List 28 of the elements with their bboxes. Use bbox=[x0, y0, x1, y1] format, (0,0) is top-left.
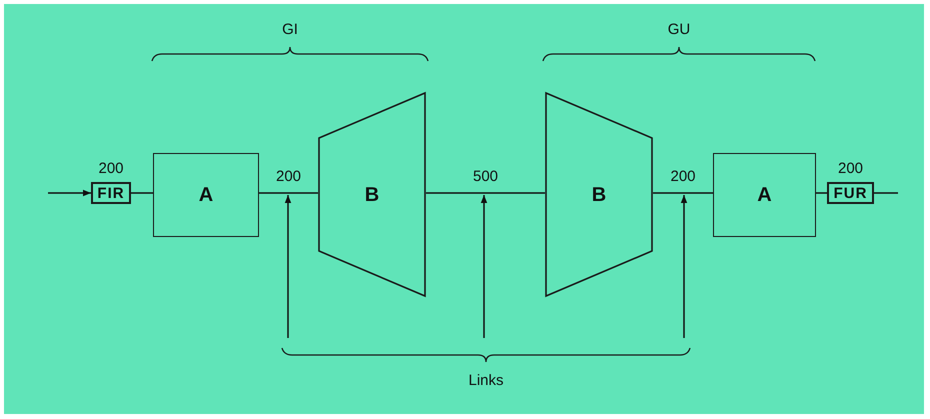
connector-line bbox=[874, 192, 898, 194]
brace-label: Links bbox=[467, 373, 505, 388]
connector-line bbox=[426, 192, 545, 194]
edge-label: 200 bbox=[274, 169, 302, 184]
node-label: B bbox=[364, 184, 380, 204]
arrow bbox=[284, 195, 292, 338]
connector-line bbox=[131, 192, 153, 194]
node-label: B bbox=[592, 184, 606, 204]
value-label: 200 bbox=[97, 161, 125, 176]
arrow bbox=[680, 195, 688, 338]
edge-label: 500 bbox=[472, 169, 500, 184]
connector-line bbox=[259, 192, 318, 194]
group-label: GU bbox=[666, 22, 692, 37]
node-label: A bbox=[757, 185, 772, 205]
group-label: GI bbox=[281, 22, 299, 37]
block-box bbox=[153, 153, 259, 237]
value-label: 200 bbox=[836, 161, 864, 176]
arrow bbox=[480, 195, 488, 338]
node-label: A bbox=[198, 185, 214, 205]
node-label: FUR bbox=[834, 186, 868, 200]
node-label: FIR bbox=[97, 186, 125, 200]
edge-label: 200 bbox=[669, 169, 697, 184]
block-box bbox=[713, 153, 816, 237]
tag-box bbox=[827, 182, 874, 204]
tag-box bbox=[91, 182, 131, 204]
connector-line bbox=[653, 192, 713, 194]
arrow bbox=[48, 190, 91, 196]
connector-line bbox=[816, 192, 827, 194]
